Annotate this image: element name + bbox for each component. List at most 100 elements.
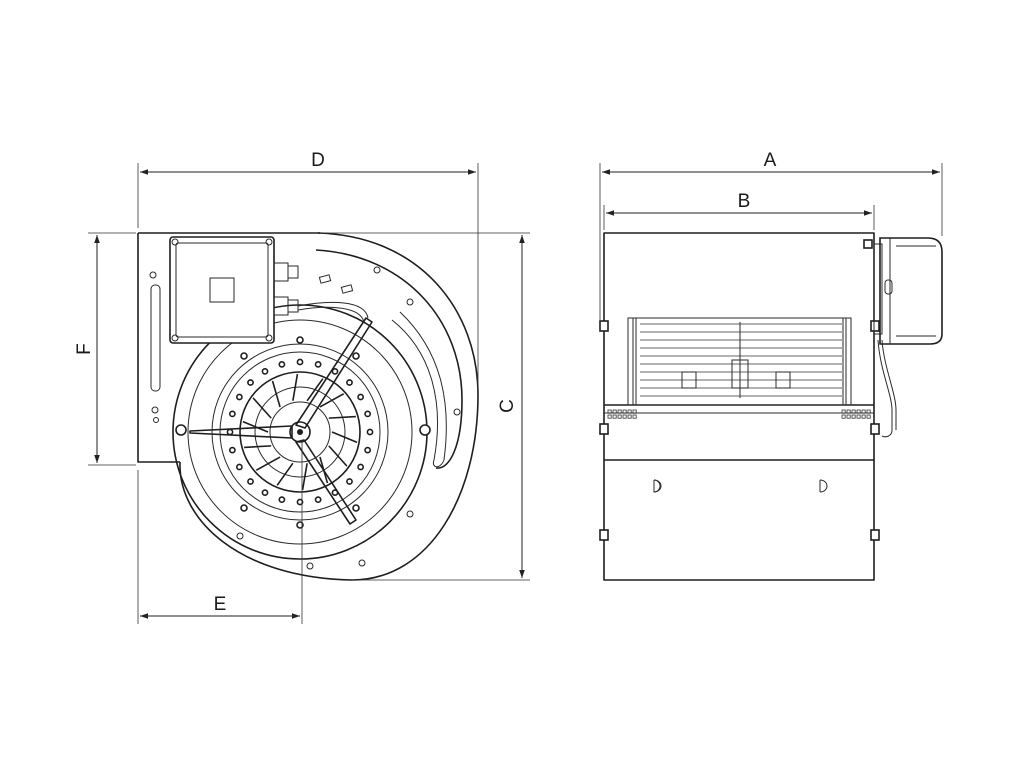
- impeller-rivet: [357, 393, 365, 401]
- impeller-blade: [328, 415, 356, 419]
- flange-hole: [617, 409, 622, 414]
- mounting-plate: [137, 232, 320, 463]
- impeller-rivet: [247, 478, 254, 485]
- impeller-rivet: [296, 358, 304, 366]
- impeller-rivet: [296, 498, 304, 506]
- impeller-fins: [640, 323, 842, 397]
- flange-hole: [622, 414, 627, 419]
- impeller-blade: [319, 393, 345, 408]
- flange-holes-left: [607, 409, 637, 419]
- impeller-side-plate: [627, 317, 637, 406]
- impeller-blade: [331, 431, 358, 444]
- flange-hole: [841, 414, 846, 419]
- dimension-label-a: A: [764, 150, 777, 171]
- dimension-label-d: D: [311, 150, 325, 171]
- volute-inner-wall: [315, 249, 463, 469]
- plate-hole: [151, 406, 159, 414]
- flange-hole: [856, 414, 861, 419]
- impeller-rivet: [226, 428, 234, 436]
- flange-hole: [861, 409, 866, 414]
- impeller-rivet: [366, 428, 374, 436]
- volute-housing-base: [179, 461, 353, 581]
- support-arm-upper: [295, 317, 373, 429]
- flange-hole: [617, 414, 622, 419]
- impeller-rivet: [228, 446, 236, 454]
- impeller-rim: [219, 351, 381, 513]
- impeller-rivet: [247, 379, 254, 386]
- flange-hole: [866, 414, 871, 419]
- impeller-rivet: [228, 410, 236, 418]
- flange-hole: [607, 414, 612, 419]
- impeller-rivet: [331, 367, 339, 375]
- flange-hole: [622, 409, 627, 414]
- flange-hole: [612, 409, 617, 414]
- impeller-rivet: [314, 360, 322, 368]
- support-arm-lower: [295, 439, 357, 525]
- flange-hole: [632, 409, 637, 414]
- flange-hole: [866, 409, 871, 414]
- impeller-blade: [242, 420, 269, 433]
- motor-core: [269, 401, 331, 463]
- clip: [340, 284, 354, 294]
- impeller-blade: [276, 462, 294, 486]
- impeller-rivet: [278, 360, 286, 368]
- side-bolts: [599, 239, 880, 541]
- side-cable: [877, 339, 893, 438]
- flange-hole: [627, 409, 632, 414]
- flange-hole: [851, 409, 856, 414]
- cable-gland: [273, 262, 289, 282]
- flange-hole: [632, 414, 637, 419]
- motor-bracket: [681, 371, 697, 389]
- impeller-blade: [328, 445, 348, 467]
- motor-bracket: [775, 371, 791, 389]
- clip: [318, 274, 332, 284]
- impeller-rivet: [364, 446, 372, 454]
- support-arm-left: [189, 425, 293, 439]
- cable-gland-nut: [287, 265, 299, 279]
- box-screw: [171, 238, 179, 246]
- impeller-outer: [211, 343, 389, 521]
- impeller-side-plate: [842, 317, 852, 406]
- front-view: [137, 232, 479, 581]
- inlet-ring-inner: [187, 319, 413, 545]
- impeller-rivets: [226, 358, 374, 506]
- impeller-rivet: [346, 379, 353, 386]
- impeller-blade: [255, 456, 281, 471]
- flange-hole: [846, 409, 851, 414]
- impeller-window: [632, 317, 847, 406]
- box-screw: [171, 334, 179, 342]
- impeller-rivet: [364, 410, 372, 418]
- box-screw: [265, 334, 273, 342]
- dimension-label-c: C: [497, 399, 518, 413]
- dimension-label-b: B: [738, 191, 751, 212]
- flange-hole: [861, 414, 866, 419]
- impeller-blade: [252, 397, 272, 419]
- motor-cable: [297, 301, 369, 323]
- plate-hole: [153, 417, 159, 423]
- motor-clamp: [731, 359, 749, 389]
- d-lug-right: [819, 479, 828, 493]
- terminal-label: [209, 277, 235, 303]
- box-latch: [884, 279, 893, 295]
- plate-hole: [149, 271, 157, 279]
- side-view: [599, 232, 943, 581]
- impeller-rivet: [235, 463, 243, 471]
- impeller-rivet: [261, 489, 269, 497]
- front-dimensions: D F C E: [74, 150, 530, 624]
- impeller-blade: [271, 380, 281, 408]
- dimension-label-e: E: [214, 594, 227, 615]
- plate-slot: [150, 284, 161, 392]
- motor-inner: [254, 386, 346, 478]
- volute-housing: [317, 232, 479, 581]
- flange-hole: [627, 414, 632, 419]
- terminal-box: [169, 236, 275, 344]
- dimension-label-f: F: [74, 343, 95, 355]
- impeller-blade: [244, 445, 272, 449]
- housing-bolts: [236, 266, 461, 570]
- side-housing: [603, 232, 875, 581]
- impeller-rivet: [314, 496, 322, 504]
- side-dimensions: A B: [599, 150, 943, 320]
- shaft-center: [297, 429, 303, 435]
- impeller-rivet: [278, 496, 286, 504]
- side-cable: [881, 339, 897, 430]
